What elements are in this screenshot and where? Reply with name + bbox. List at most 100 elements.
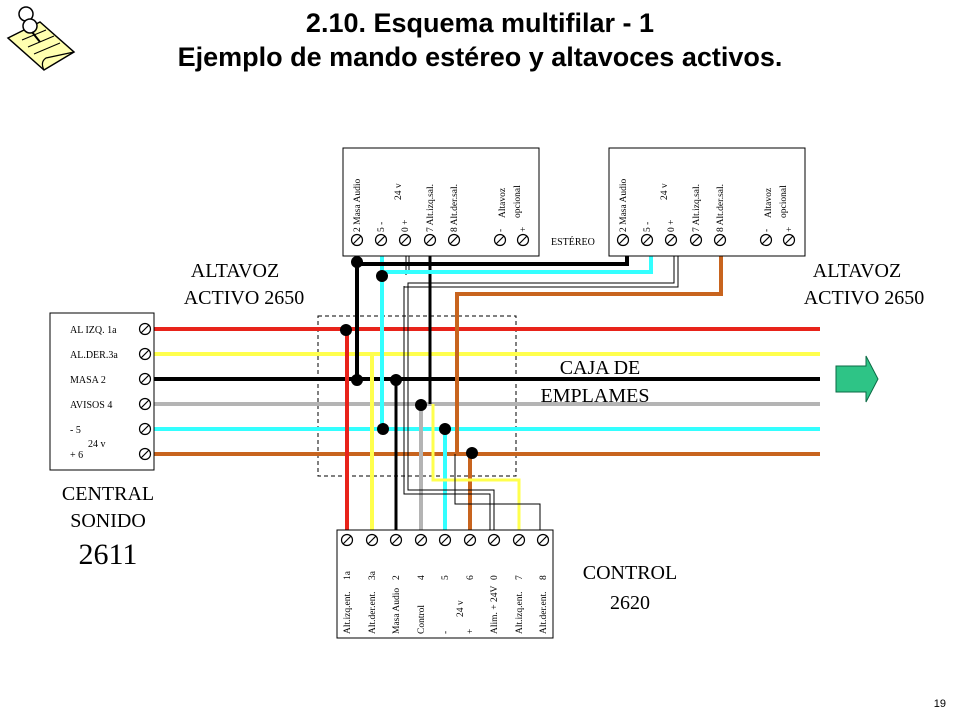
- terminal-screw-icon: [516, 233, 530, 247]
- bus-wires: [154, 327, 820, 456]
- control-terminal-number: 0: [490, 575, 500, 580]
- note-icon: [6, 6, 76, 71]
- central-label: CENTRAL: [61, 483, 155, 505]
- speaker-terminal-label: 7 Alt.izq.sal.: [426, 184, 436, 232]
- terminal-screw-icon: [374, 233, 388, 247]
- speaker-terminal-label: 2 Masa Audio: [353, 178, 363, 232]
- terminal-screw-icon: [664, 233, 678, 247]
- speaker-terminal-label: +: [519, 227, 529, 232]
- speaker-option-label: opcional: [779, 185, 789, 218]
- speaker-terminal-label: +: [785, 227, 795, 232]
- terminal-screw-icon: [782, 233, 796, 247]
- speaker-terminal-label: -: [762, 229, 772, 232]
- control-terminal-name: Alim. + 24V: [490, 585, 500, 634]
- right-speaker-box: 2 Masa Audio 5 - 0 + 7 Alt.izq.sal. 8 Alt.de…: [608, 147, 806, 257]
- speaker-terminal-label: -: [496, 229, 506, 232]
- control-terminal-name: Control: [417, 605, 427, 634]
- speaker-option-label: Altavoz: [498, 188, 508, 218]
- terminal-screw-icon: [414, 533, 428, 547]
- stereo-label: ESTÉREO: [551, 237, 595, 248]
- arrow-right-icon: [835, 355, 879, 403]
- control-terminal-name: +: [466, 629, 476, 634]
- control-label: CONTROL: [582, 562, 678, 584]
- junction-dot: [351, 256, 363, 268]
- control-terminal-number: 5: [441, 575, 451, 580]
- control-connections: [345, 286, 541, 535]
- central-terminal-label: AL.DER.3a: [70, 350, 118, 361]
- control-terminal-name: -: [441, 631, 451, 634]
- terminal-screw-icon: [463, 533, 477, 547]
- speaker-option-label: opcional: [513, 185, 523, 218]
- junction-dot: [340, 324, 352, 336]
- control-terminal-name: Alt.der.ent.: [368, 592, 378, 634]
- central-label-2: SONIDO: [70, 510, 146, 532]
- terminal-screw-icon: [389, 533, 403, 547]
- junction-box: [317, 315, 517, 477]
- terminal-screw-icon: [487, 533, 501, 547]
- central-terminal-label: AL IZQ. 1a: [70, 325, 117, 336]
- terminal-screw-icon: [640, 233, 654, 247]
- terminal-screw-icon: [138, 397, 152, 411]
- control-model: 2620: [610, 592, 650, 614]
- junction-dot: [390, 374, 402, 386]
- terminal-screw-icon: [350, 233, 364, 247]
- terminal-screw-icon: [138, 347, 152, 361]
- control-terminal-number: 2: [392, 575, 402, 580]
- junction-dot: [377, 423, 389, 435]
- terminal-screw-icon: [138, 422, 152, 436]
- control-terminal-number: 6: [466, 575, 476, 580]
- terminal-screw-icon: [138, 447, 152, 461]
- speaker-terminal-label: 0 +: [667, 220, 677, 232]
- terminal-screw-icon: [138, 322, 152, 336]
- speaker-option-label: Altavoz: [764, 188, 774, 218]
- junction-dot: [351, 374, 363, 386]
- speaker-terminal-label: 5 -: [377, 222, 387, 232]
- title-line-1: 2.10. Esquema multifilar - 1: [305, 8, 655, 38]
- junction-box-label-2: EMPLAMES: [540, 385, 650, 407]
- control-terminal-number: 1a: [343, 570, 353, 580]
- terminal-screw-icon: [138, 372, 152, 386]
- terminal-screw-icon: [398, 233, 412, 247]
- terminal-screw-icon: [759, 233, 773, 247]
- junction-dot: [415, 399, 427, 411]
- speaker-terminal-label: 5 -: [643, 222, 653, 232]
- page-number: 19: [933, 698, 946, 710]
- speaker-terminal-label: 2 Masa Audio: [619, 178, 629, 232]
- left-speaker-label-line1: ALTAVOZ: [190, 260, 280, 282]
- central-model: 2611: [78, 538, 138, 571]
- terminal-screw-icon: [438, 533, 452, 547]
- control-terminal-name: Alt.der.ent.: [539, 592, 549, 634]
- junction-dot: [376, 270, 388, 282]
- right-speaker-label: ALTAVOZ: [812, 260, 902, 282]
- control-terminal-name: Alt.izq.ent.: [343, 592, 353, 634]
- central-24v-label: 24 v: [88, 439, 106, 450]
- control-terminal-number: 7: [515, 575, 525, 580]
- central-terminal-label: AVISOS 4: [70, 400, 112, 411]
- central-terminal-label: MASA 2: [70, 375, 106, 386]
- right-speaker-connections: [357, 255, 723, 454]
- central-terminal-label: + 6: [70, 450, 83, 461]
- speaker-terminal-label: 7 Alt.izq.sal.: [692, 184, 702, 232]
- central-terminal-label: - 5: [70, 425, 81, 436]
- terminal-screw-icon: [512, 533, 526, 547]
- control-terminal-number: 8: [539, 575, 549, 580]
- title-line-2: Ejemplo de mando estéreo y altavoces act…: [177, 42, 783, 72]
- terminal-screw-icon: [713, 233, 727, 247]
- control-terminal-number: 3a: [368, 570, 378, 580]
- control-terminal-number: 4: [417, 575, 427, 580]
- right-speaker-model: ACTIVO 2650: [803, 287, 925, 309]
- left-speaker-model: ACTIVO 2650: [183, 287, 305, 309]
- speaker-24v-label: 24 v: [660, 183, 670, 200]
- left-speaker-label: ALTAVOZ: [170, 258, 300, 284]
- control-terminal-name: Alt.izq.ent.: [515, 592, 525, 634]
- terminal-screw-icon: [447, 233, 461, 247]
- terminal-screw-icon: [689, 233, 703, 247]
- terminal-screw-icon: [423, 233, 437, 247]
- terminal-screw-icon: [340, 533, 354, 547]
- terminal-screw-icon: [536, 533, 550, 547]
- terminal-screw-icon: [616, 233, 630, 247]
- speaker-terminal-label: 8 Alt.der.sal.: [716, 184, 726, 232]
- slide-title: 2.10. Esquema multifilar - 1 Ejemplo de …: [0, 6, 960, 74]
